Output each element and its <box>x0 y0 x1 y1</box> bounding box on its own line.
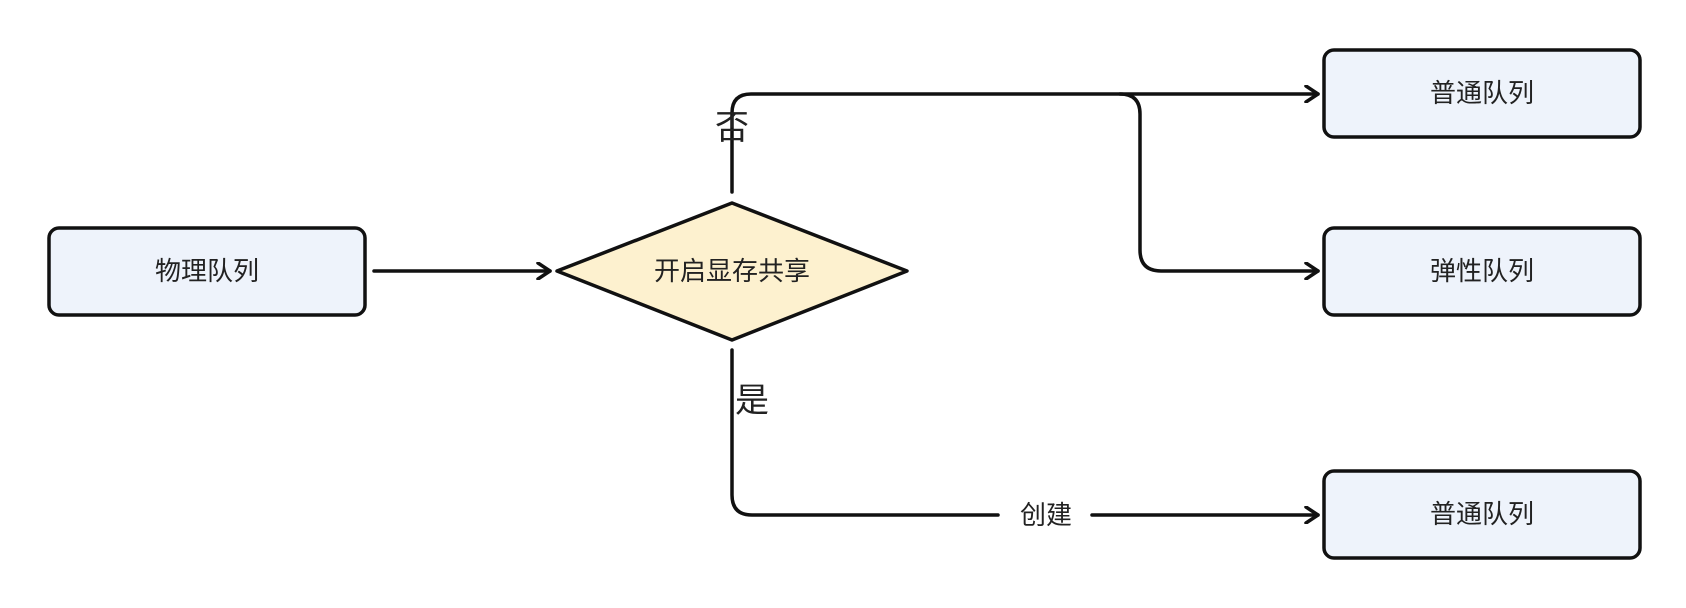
node-normal-queue-top[interactable]: 普通队列 <box>1322 48 1642 139</box>
edge-label-yes: 是 <box>735 381 769 421</box>
edge-yes-to-creation <box>730 348 1000 517</box>
edge-label-create: 创建 <box>1020 501 1072 531</box>
node-decision-enable-gpu-sharing[interactable]: 开启显存共享 <box>555 201 909 342</box>
node-physical-queue-label: 物理队列 <box>155 257 259 287</box>
node-decision-label: 开启显存共享 <box>654 257 810 287</box>
node-normal-queue-bottom-label: 普通队列 <box>1430 500 1534 530</box>
node-elastic-queue-label: 弹性队列 <box>1430 257 1534 287</box>
edges <box>372 92 1320 517</box>
node-physical-queue[interactable]: 物理队列 <box>47 226 367 317</box>
edge-no-to-elastic-queue <box>1118 92 1320 271</box>
node-elastic-queue[interactable]: 弹性队列 <box>1322 226 1642 317</box>
edge-label-no: 否 <box>715 108 749 148</box>
node-normal-queue-top-label: 普通队列 <box>1430 79 1534 109</box>
edge-no-to-normal-queue-top <box>730 94 1320 194</box>
node-normal-queue-bottom[interactable]: 普通队列 <box>1322 469 1642 560</box>
